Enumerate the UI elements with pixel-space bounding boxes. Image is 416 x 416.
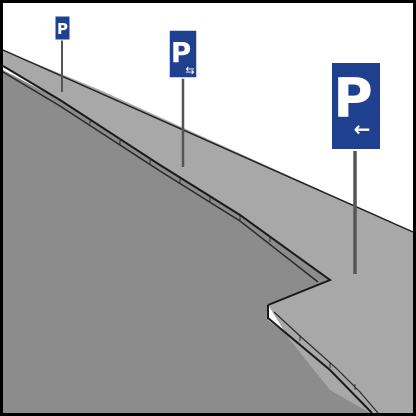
left-arrow-icon: ←: [354, 117, 371, 141]
parking-sign-near: P ←: [330, 61, 382, 274]
curb-edge-line: [2, 65, 333, 306]
sidewalk-back-edge: [2, 49, 414, 233]
curb-lower-line: [267, 305, 373, 414]
sign-letter-middle: P: [171, 36, 192, 69]
sign-plate-middle: [168, 29, 198, 79]
road-surface: [3, 70, 370, 413]
sign-letter-near: P: [333, 67, 373, 130]
parking-sign-far: P: [54, 15, 71, 92]
sign-letter-far: P: [57, 20, 68, 38]
sign-plate-far: [54, 15, 71, 41]
bidirectional-arrow-icon: ⇆: [185, 64, 194, 77]
curb-ticks: [89, 118, 356, 390]
curb-inner-line: [2, 71, 319, 283]
parking-sign-middle: P ⇆: [168, 29, 198, 167]
sidewalk: [3, 50, 413, 413]
sign-plate-near: [330, 61, 382, 151]
curb-lower-inner-line: [273, 311, 379, 414]
